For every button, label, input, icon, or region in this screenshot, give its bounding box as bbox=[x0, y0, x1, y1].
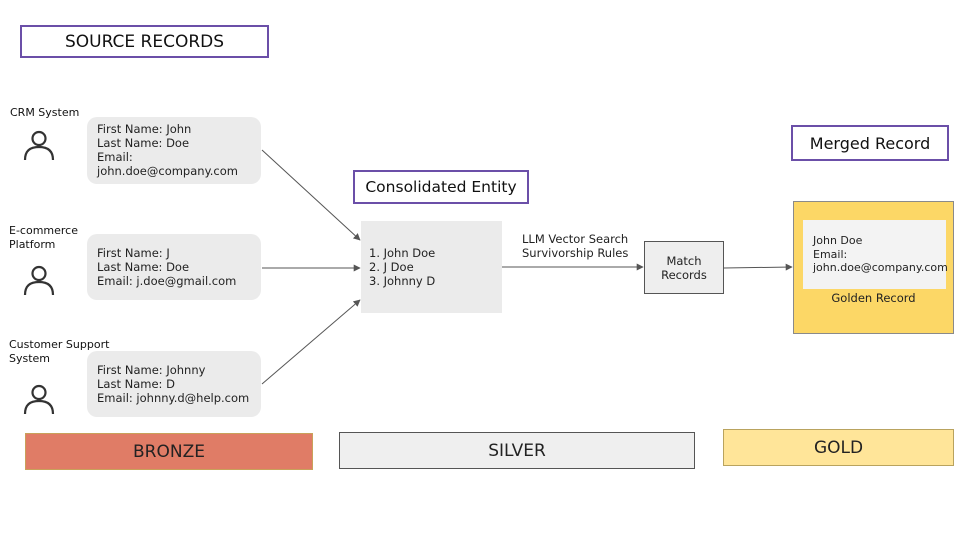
tier-gold: GOLD bbox=[723, 429, 954, 466]
golden-record-panel: John Doe Email: john.doe@company.com Gol… bbox=[793, 201, 954, 334]
person-icon bbox=[23, 384, 55, 415]
field-email-value: john.doe@company.com bbox=[97, 164, 238, 178]
field-first-name: First Name: John bbox=[97, 122, 192, 136]
match-records-box: Match Records bbox=[644, 241, 724, 294]
matching-rules-label: LLM Vector Search Survivorship Rules bbox=[522, 232, 629, 260]
source-label-crm: CRM System bbox=[10, 106, 80, 119]
field-email-label: Email: bbox=[97, 150, 133, 164]
arrow-support-to-entity bbox=[261, 299, 361, 385]
entity-item: 3. Johnny D bbox=[369, 274, 436, 288]
consolidated-entity-box: 1. John Doe 2. J Doe 3. Johnny D bbox=[361, 221, 502, 313]
source-card-ecommerce: First Name: J Last Name: Doe Email: j.do… bbox=[87, 234, 261, 300]
source-card-crm: First Name: John Last Name: Doe Email: j… bbox=[87, 117, 261, 184]
person-icon bbox=[23, 265, 55, 296]
golden-email-label: Email: bbox=[813, 247, 848, 261]
golden-record-card: John Doe Email: john.doe@company.com bbox=[803, 220, 948, 289]
arrow-match-to-golden bbox=[723, 263, 793, 271]
golden-record-caption: Golden Record bbox=[831, 291, 916, 305]
source-label-ecommerce: E-commerce Platform bbox=[9, 224, 78, 251]
source-label-support: Customer Support System bbox=[9, 338, 110, 365]
consolidated-entity-title: Consolidated Entity bbox=[353, 170, 529, 204]
field-first-name: First Name: Johnny bbox=[97, 363, 206, 377]
person-icon bbox=[23, 130, 55, 161]
field-last-name: Last Name: D bbox=[97, 377, 175, 391]
golden-email-value: john.doe@company.com bbox=[813, 261, 948, 275]
arrow-crm-to-entity bbox=[261, 149, 361, 241]
field-last-name: Last Name: Doe bbox=[97, 136, 190, 150]
field-email: Email: j.doe@gmail.com bbox=[97, 274, 237, 288]
entity-item: 2. J Doe bbox=[369, 260, 414, 274]
tier-bronze: BRONZE bbox=[25, 433, 313, 470]
source-card-support: First Name: Johnny Last Name: D Email: j… bbox=[87, 351, 261, 417]
merged-record-title: Merged Record bbox=[791, 125, 949, 161]
field-first-name: First Name: J bbox=[97, 246, 170, 260]
field-last-name: Last Name: Doe bbox=[97, 260, 190, 274]
entity-item: 1. John Doe bbox=[369, 246, 436, 260]
field-email: Email: johnny.d@help.com bbox=[97, 391, 250, 405]
tier-silver: SILVER bbox=[339, 432, 695, 469]
source-records-title: SOURCE RECORDS bbox=[20, 25, 269, 58]
golden-name: John Doe bbox=[813, 234, 863, 248]
